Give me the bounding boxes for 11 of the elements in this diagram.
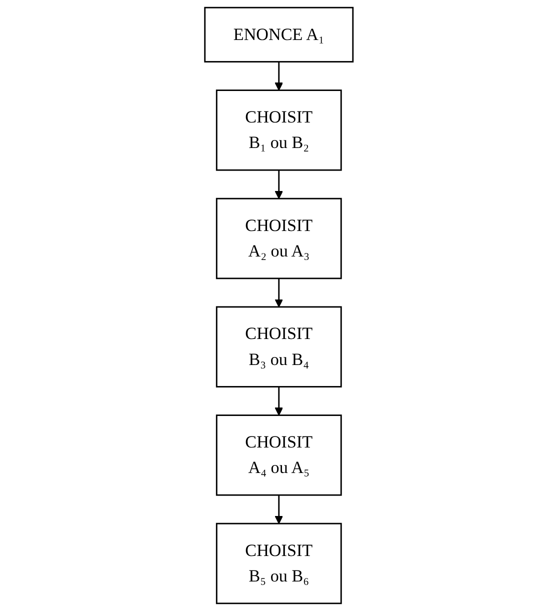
arrow: [274, 495, 283, 524]
arrow: [274, 278, 283, 308]
node-box: CHOISIT B₁ ou B₂: [216, 90, 342, 171]
node-box: ENONCE A₁: [204, 6, 354, 62]
node-box: CHOISIT A₄ ou A₅: [216, 414, 342, 496]
arrow: [274, 386, 283, 416]
node-box: CHOISIT B₅ ou B₆: [216, 522, 342, 604]
node-box: CHOISIT A₂ ou A₃: [216, 198, 342, 280]
arrow: [274, 170, 283, 199]
node-box: CHOISIT B₃ ou B₄: [216, 306, 342, 388]
arrow: [274, 62, 283, 91]
